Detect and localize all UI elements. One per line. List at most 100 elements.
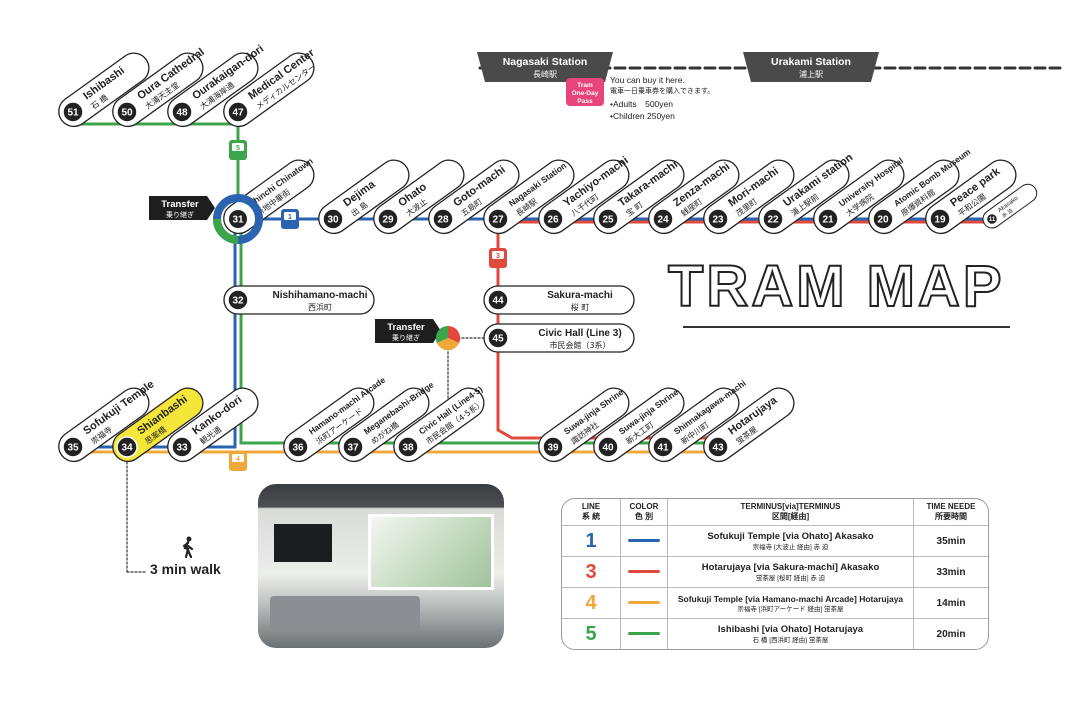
station-number: 30 <box>327 215 339 226</box>
route-lines <box>71 66 1062 573</box>
station-name: Sakura-machi <box>547 290 613 301</box>
photo-tv <box>274 524 332 562</box>
station-dot <box>487 289 509 311</box>
pie-slice <box>435 325 448 343</box>
station-number: 36 <box>292 443 304 454</box>
transfer-text: Transfer <box>387 322 425 333</box>
station-number: 33 <box>176 443 188 454</box>
pass-info: You can buy it here. 電車一日乗車券を購入できます。 •Ad… <box>610 74 714 122</box>
station-dot <box>542 436 564 458</box>
walker-icon <box>182 536 194 558</box>
station-dot <box>707 208 729 230</box>
station-dot <box>171 101 193 123</box>
station-dot <box>652 436 674 458</box>
legend-row: 4 Sofukuji Temple [via Hamano-machi Arca… <box>562 587 988 619</box>
station-number: 19 <box>934 215 946 226</box>
station-number: 34 <box>121 443 133 454</box>
legend-time: 20min <box>936 628 966 640</box>
legend-color <box>620 556 668 588</box>
station-dot <box>342 436 364 458</box>
station-number: 51 <box>67 108 79 119</box>
station-dot <box>229 210 247 228</box>
transfer-text-jp: 乗り継ぎ <box>166 210 194 219</box>
station-tag-shape <box>223 285 375 315</box>
tram-icon <box>232 143 244 151</box>
station-dot <box>287 436 309 458</box>
station-tag-shape <box>483 285 635 315</box>
station-number: 28 <box>437 215 449 226</box>
station-dot <box>432 208 454 230</box>
legend-color <box>620 587 668 619</box>
station-tag-shape <box>483 323 635 353</box>
line-5-badge: 5 <box>229 140 247 160</box>
top-station-shape <box>743 52 879 82</box>
station-number: 27 <box>492 215 504 226</box>
station-number: 32 <box>232 296 244 307</box>
civic-hall-transfer-marker <box>435 325 461 351</box>
station-dot <box>707 436 729 458</box>
pass-badge-text: One-Day <box>572 90 599 97</box>
station-number: 39 <box>547 443 559 454</box>
legend-time: 33min <box>913 556 988 588</box>
station-dot <box>377 208 399 230</box>
station-dot <box>116 436 138 458</box>
pass-line: •Children 250yen <box>610 111 675 121</box>
station-number: 21 <box>822 215 834 226</box>
line-1-badge: 1 <box>281 209 299 229</box>
walk-label: 3 min walk <box>150 561 221 577</box>
station-number: 50 <box>121 108 133 119</box>
top-station-shape <box>477 52 613 82</box>
station-name-jp: 桜 町 <box>571 302 590 312</box>
pie-slice <box>448 325 461 343</box>
station-dot <box>487 327 509 349</box>
title-rule <box>683 326 1010 328</box>
legend-color <box>620 618 668 649</box>
pass-badge-shape <box>566 78 604 106</box>
station-number: 23 <box>712 215 724 226</box>
legend-route: Sofukuji Temple [via Hamano-machi Arcade… <box>667 587 914 619</box>
station-tag-shape <box>223 159 315 235</box>
station-number: 20 <box>877 215 889 226</box>
transfer-ring <box>213 218 239 244</box>
station-name-jp: 西浜町 <box>308 302 332 312</box>
tram-icon <box>284 212 296 220</box>
pass-line: 電車一日乗車券を購入できます。 <box>610 88 715 95</box>
station-name: Nishihamano-machi <box>272 290 367 301</box>
photo-table <box>270 596 420 630</box>
station-number: 35 <box>67 443 79 454</box>
transfer-text-jp: 乗り継ぎ <box>392 333 420 342</box>
station-dot <box>397 436 419 458</box>
station-number: 44 <box>492 296 504 307</box>
station-dot <box>227 101 249 123</box>
pass-badge-text: Pass <box>577 98 593 105</box>
line-4-badge: 4 <box>229 451 247 471</box>
station-dot <box>487 208 509 230</box>
badge-number: 3 <box>496 253 500 260</box>
station-dot <box>227 289 249 311</box>
pass-line: •Adults 500yen <box>610 99 673 109</box>
station-dot <box>929 208 951 230</box>
station-number: 24 <box>657 215 669 226</box>
station-number: 45 <box>492 334 504 345</box>
station-number: 38 <box>402 443 414 454</box>
station-number: 11 <box>989 217 996 223</box>
station-number: 22 <box>767 215 779 226</box>
station-45[interactable]: Civic Hall (Line 3)市民会館（3系）45 <box>483 323 635 353</box>
station-dot <box>597 436 619 458</box>
